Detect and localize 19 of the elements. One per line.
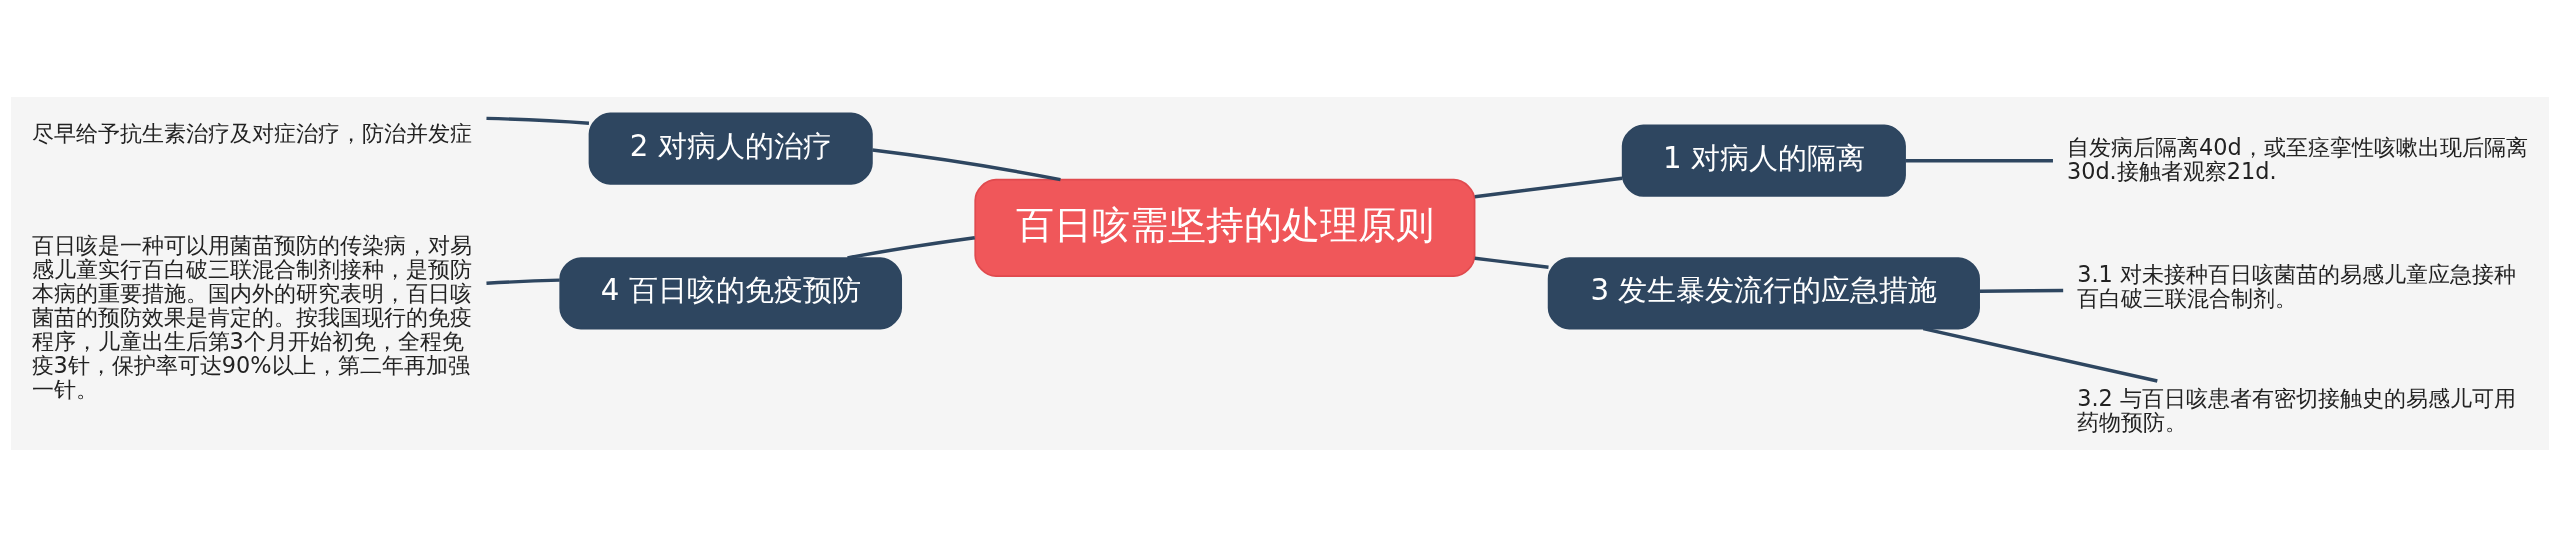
connector xyxy=(1905,159,2053,163)
node-box: 3 发生暴发流行的应急措施 xyxy=(1547,257,1980,330)
node-text: 自发病后隔离40d，或至痉挛性咳嗽出现后隔离30d.接触者观察21d. xyxy=(2066,133,2528,184)
node-box: 1 对病人的隔离 xyxy=(1621,124,1906,197)
node-box: 2 对病人的治疗 xyxy=(588,112,873,185)
connector xyxy=(1474,176,1623,199)
node-text: 3.1 对未接种百日咳菌苗的易感儿童应急接种百白破三联混合制剂。 xyxy=(2077,260,2516,312)
node-text: 百日咳是一种可以用菌苗预防的传染病，对易感儿童实行百白破三联混合制剂接种，是预防本病的重要措施。国内外的研究表明，百日咳菌苗的预防效果是肯定的。按我国现行的免疫程序，儿童出生后第3个月开始初免，全程免疫3针，保护率可达90%以上，第二年再加强一针。 xyxy=(31,231,472,403)
connector xyxy=(486,278,560,285)
connector xyxy=(872,148,1061,182)
connector xyxy=(1474,256,1549,269)
connector xyxy=(486,116,590,125)
connector xyxy=(1979,288,2064,293)
node-box: 百日咳需坚持的处理原则 xyxy=(974,178,1476,277)
connector xyxy=(847,236,975,260)
node-text: 尽早给予抗生素治疗及对症治疗，防治并发症 xyxy=(31,119,472,146)
node-box: 4 百日咳的免疫预防 xyxy=(559,257,903,330)
node-text: 3.2 与百日咳患者有密切接触史的易感儿可用药物预防。 xyxy=(2077,384,2516,436)
connector xyxy=(1922,326,2158,383)
